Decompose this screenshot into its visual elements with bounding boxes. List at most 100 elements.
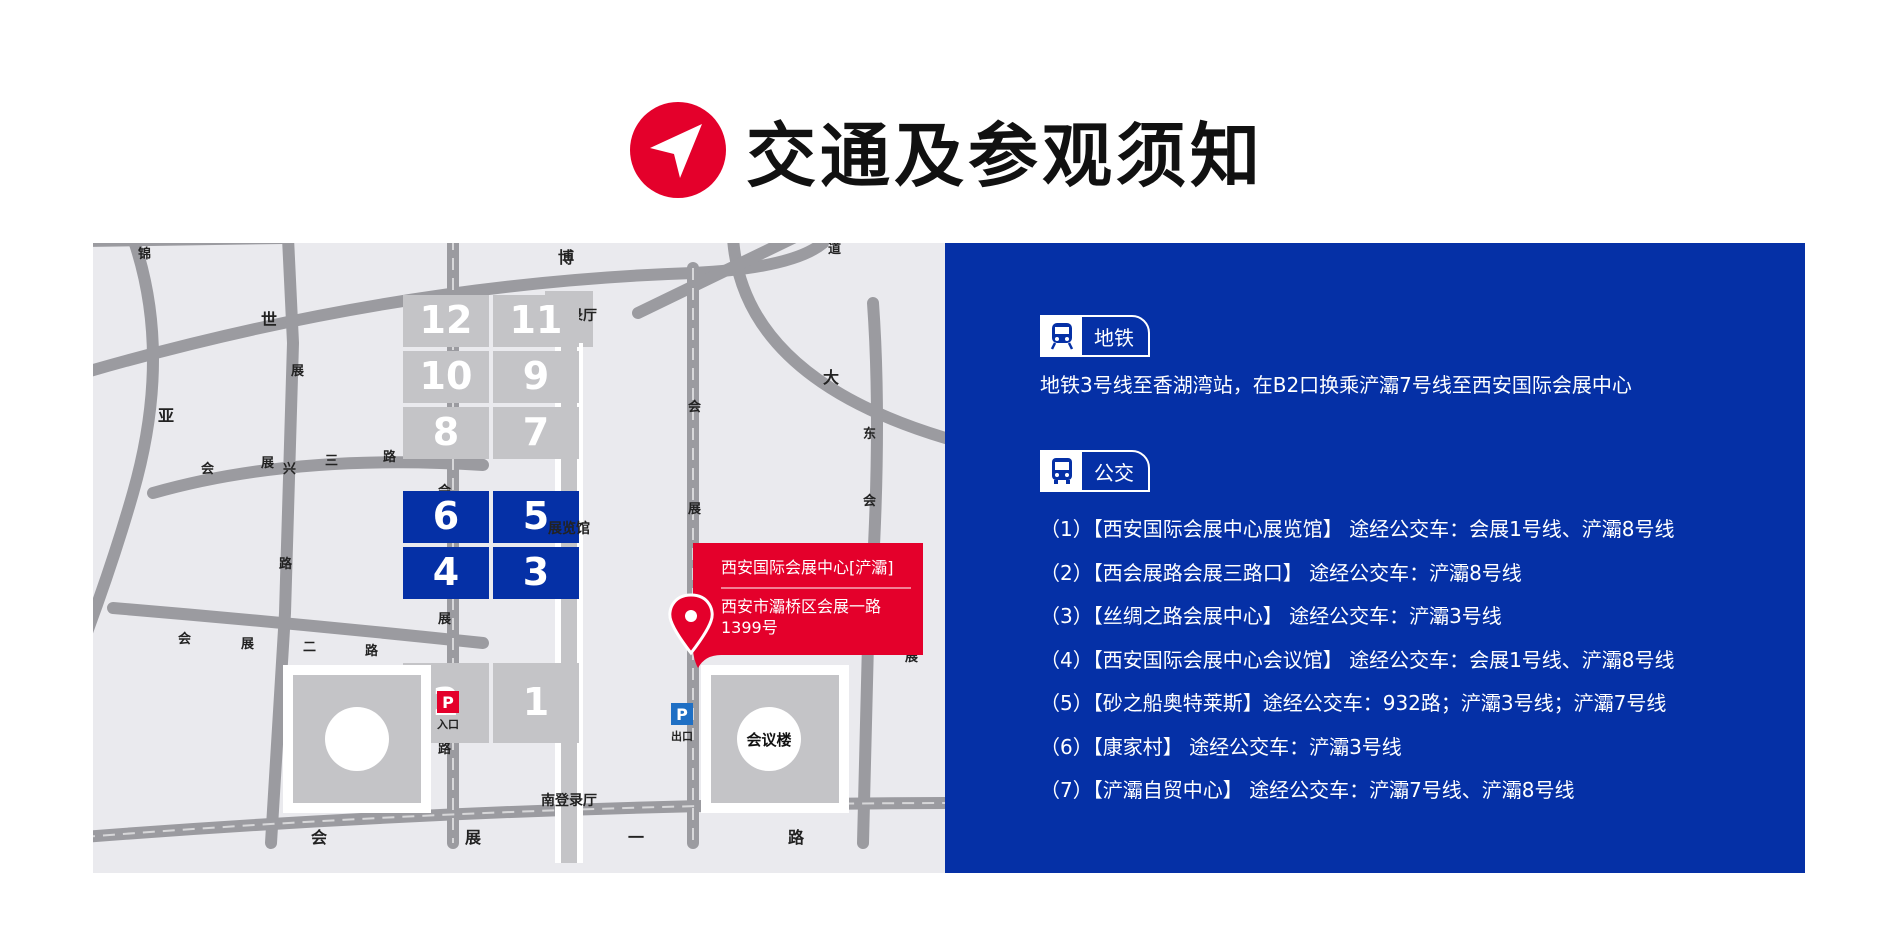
navigation-arrow-icon [630, 102, 726, 198]
road-labels: 会 展 一 路 会 展 二 路 会 展 三 路 世 博 大 道 亚 展 兴 路 … [138, 243, 919, 847]
hall-block [493, 547, 579, 599]
hall-number: 9 [523, 354, 549, 398]
hall-block [403, 407, 489, 459]
hall-9[interactable]: 9 [493, 351, 579, 403]
page-title: 交通及参观须知 [746, 114, 1264, 197]
parking-exit-icon [671, 703, 693, 725]
bus-route-item: （2）【西会展路会展三路口】 途经公交车：浐灞8号线 [1040, 560, 1522, 585]
bus-label: 公交 [1094, 460, 1134, 485]
road-char: 大 [823, 368, 839, 387]
bus-route-item: （4）【西安国际会展中心会议馆】 途经公交车：会展1号线、浐灞8号线 [1040, 647, 1675, 672]
hall-number: 6 [433, 494, 459, 538]
hall-10[interactable]: 10 [403, 351, 489, 403]
hall-number: 10 [420, 354, 473, 398]
road-char: 亚 [158, 406, 174, 425]
parking-exit-label: 出口 [671, 729, 693, 743]
road-char: 兴 [283, 461, 296, 477]
hall-block [403, 351, 489, 403]
hall-block [493, 295, 579, 347]
subway-directions: 地铁3号线至香湖湾站，在B2口换乘浐灞7号线至西安国际会展中心 [1040, 373, 1632, 397]
venue-callout[interactable]: 西安国际会展中心[浐灞] 西安市灞桥区会展一路 1399号 [668, 543, 923, 668]
callout-name: 西安国际会展中心[浐灞] [721, 558, 894, 577]
subway-tag: 地铁 [1040, 315, 1150, 357]
road-char: 展 [465, 828, 482, 847]
road-char: 展 [438, 612, 452, 627]
road-char: 三 [325, 454, 338, 469]
train-icon [1042, 317, 1082, 355]
road-char: 道 [828, 243, 841, 257]
callout-bg [696, 543, 923, 655]
parking-entrance-label: 入口 [437, 718, 459, 731]
bus-route-item: （1）【西安国际会展中心展览馆】 途经公交车：会展1号线、浐灞8号线 [1040, 517, 1675, 541]
road-char: 博 [558, 248, 574, 267]
hall-4[interactable]: 4 [403, 547, 489, 599]
road-char: 路 [279, 556, 293, 572]
parking-entrance[interactable]: P 入口 [437, 691, 459, 731]
hall-7[interactable]: 7 [493, 407, 579, 459]
bus-icon [1042, 452, 1082, 490]
transport-info-panel: 地铁 地铁3号线至香湖湾站，在B2口换乘浐灞7号线至西安国际会展中心 公交 （1… [945, 243, 1805, 873]
callout-address-line2: 1399号 [721, 618, 778, 637]
exhibition-hall-label: 展览馆 [548, 520, 590, 537]
hall-block [493, 491, 579, 543]
location-pin-icon [668, 593, 714, 656]
hall-number: 3 [523, 550, 549, 594]
hall-block [493, 663, 579, 743]
bus-route-list: （1）【西安国际会展中心展览馆】 途经公交车：会展1号线、浐灞8号线 （2）【西… [1040, 508, 1675, 813]
bus-route-item: （6）【康家村】 途经公交车：浐灞3号线 [1040, 734, 1402, 759]
exhibition-halls[interactable]: 121110987654321 [403, 295, 579, 743]
road-char: 二 [303, 640, 316, 655]
road-char: 锦 [138, 246, 151, 262]
page-header: 交通及参观须知 [0, 100, 1894, 200]
road-char: 会 [201, 461, 215, 477]
road-char: 路 [383, 449, 397, 465]
road-char: 会 [178, 631, 192, 647]
hall-11[interactable]: 11 [493, 295, 579, 347]
west-plaza-circle [325, 707, 389, 771]
road-char: 东 [863, 426, 876, 442]
west-plaza [283, 665, 431, 813]
hall-number: 1 [523, 680, 549, 724]
venue-map[interactable]: 会 展 一 路 会 展 二 路 会 展 三 路 世 博 大 道 亚 展 兴 路 … [93, 243, 945, 873]
hall-block [403, 547, 489, 599]
parking-entrance-icon [437, 691, 459, 713]
conference-building[interactable]: 会议楼 [701, 665, 849, 813]
road-char: 展 [261, 456, 275, 471]
bus-route-item: （5）【砂之船奥特莱斯】途经公交车：932路；浐灞3号线；浐灞7号线 [1040, 691, 1667, 715]
hall-number: 4 [433, 550, 459, 594]
hall-number: 5 [523, 494, 549, 538]
road-char: 会 [688, 399, 702, 415]
road-char: 展 [291, 364, 305, 379]
parking-symbol: P [442, 693, 454, 712]
map-canvas: 会 展 一 路 会 展 二 路 会 展 三 路 世 博 大 道 亚 展 兴 路 … [93, 243, 945, 863]
hall-3[interactable]: 3 [493, 547, 579, 599]
hall-12[interactable]: 12 [403, 295, 489, 347]
south-hall-label: 南登录厅 [541, 792, 597, 809]
hall-1[interactable]: 1 [493, 663, 579, 743]
hall-8[interactable]: 8 [403, 407, 489, 459]
road-char: 路 [365, 643, 379, 659]
road-char: 展 [688, 502, 702, 517]
subway-label: 地铁 [1094, 325, 1134, 350]
conference-circle [737, 707, 801, 771]
hall-block [403, 491, 489, 543]
road-char: 会 [863, 493, 877, 509]
hall-number: 12 [420, 298, 473, 342]
conference-label: 会议楼 [746, 731, 791, 749]
bus-route-item: （7）【浐灞自贸中心】 途经公交车：浐灞7号线、浐灞8号线 [1040, 778, 1575, 802]
road-char: 路 [788, 828, 805, 847]
road-char: 世 [261, 310, 277, 329]
hall-5[interactable]: 5 [493, 491, 579, 543]
road-char: 一 [628, 828, 644, 847]
hall-number: 8 [433, 410, 459, 454]
parking-symbol: P [676, 705, 688, 724]
road-char: 展 [241, 637, 255, 652]
parking-exit[interactable]: P 出口 [671, 703, 693, 743]
hall-block [493, 407, 579, 459]
bus-route-item: （3）【丝绸之路会展中心】 途经公交车：浐灞3号线 [1040, 604, 1502, 628]
road-char: 路 [438, 741, 452, 757]
bus-tag: 公交 [1040, 450, 1150, 492]
hall-6[interactable]: 6 [403, 491, 489, 543]
road-char: 会 [311, 828, 327, 847]
hall-number: 7 [523, 410, 549, 454]
